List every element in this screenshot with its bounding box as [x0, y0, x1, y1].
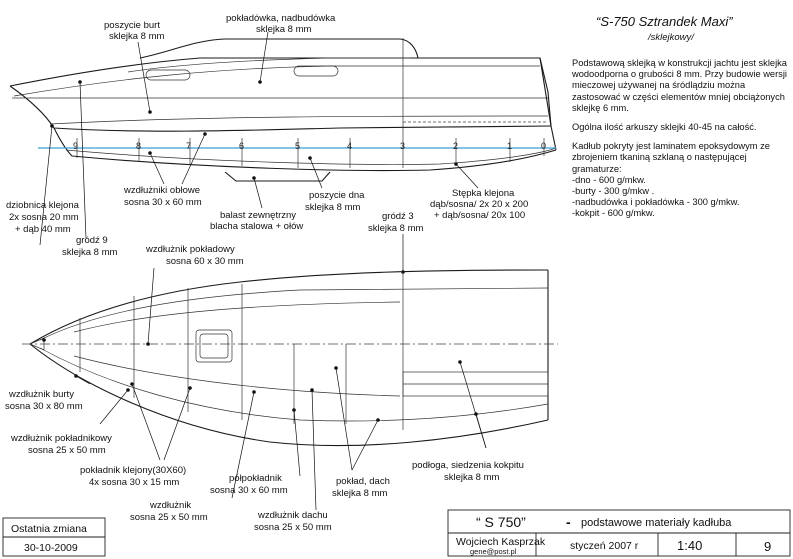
plan-bow-stem	[29, 337, 45, 351]
title-block-email: gene@post.pl	[470, 547, 517, 556]
notes-sheet-count: Ogólna ilość arkuszy sklejki 40-45 na ca…	[572, 122, 757, 133]
station-1: 1	[507, 141, 512, 151]
label-poklad-dach-2: sklejka 8 mm	[332, 488, 388, 499]
side-view: 9 8 7 6 5 4 3 2 1 0	[9, 31, 557, 274]
label-wzdluznik: wzdłużnik	[149, 500, 191, 511]
label-stepka: Stępka klejona	[452, 188, 515, 199]
label-wzdluznik-pokladnikowy: wzdłużnik pokładnikowy	[10, 433, 112, 444]
materials-notes: Podstawową sklejką w konstrukcji jachtu …	[572, 58, 790, 220]
label-wzdluznik-dachu: wzdłużnik dachu	[257, 510, 328, 521]
deck-edge-line	[13, 65, 540, 97]
label-wzdluznik-burty-2: sosna 30 x 80 mm	[5, 401, 83, 412]
station-6: 6	[239, 141, 244, 151]
notes-laminate-item: -burty - 300 g/mkw .	[572, 186, 655, 197]
title-block-sheet: 9	[764, 539, 771, 554]
keel-line	[65, 147, 557, 165]
station-3: 3	[400, 141, 405, 151]
porthole-front	[145, 69, 191, 81]
label-podloga: podłoga, siedzenia kokpitu	[412, 460, 524, 471]
cabin-side-line	[127, 57, 410, 73]
label-wzdluznik-pokladnikowy-2: sosna 25 x 50 mm	[28, 445, 106, 456]
plan-outline-lower	[29, 343, 549, 447]
plan-hatch-inner	[199, 333, 229, 359]
label-polpokladnik: półpokładnik	[229, 473, 282, 484]
label-dziobnica-3: + dąb 40 mm	[15, 224, 71, 235]
last-change-box: Ostatnia zmiana 30-10-2009	[2, 517, 106, 557]
last-change-label: Ostatnia zmiana	[11, 523, 87, 535]
ballast-keel	[224, 171, 331, 182]
label-wzdluznik-pokladowy: wzdłużnik pokładowy	[145, 244, 235, 255]
notes-laminate-item: -dno - 600 g/mkw.	[572, 174, 646, 185]
porthole-rear	[293, 65, 339, 77]
title-block-dash: -	[566, 514, 571, 530]
station-4: 4	[347, 141, 352, 151]
bottom-line	[53, 127, 557, 172]
last-change-date: 30-10-2009	[24, 542, 78, 554]
label-stepka-3: + dąb/sosna/ 20x 100	[434, 210, 525, 221]
hull-sheer-line	[9, 57, 552, 127]
label-balast: balast zewnętrzny	[220, 210, 296, 221]
label-dziobnica: dziobnica klejona	[6, 200, 80, 211]
transom-line	[539, 57, 557, 151]
notes-laminate-item: -kokpit - 600 g/mkw.	[572, 208, 655, 219]
plan-bulkheads	[79, 272, 404, 430]
station-5: 5	[295, 141, 300, 151]
plan-deck-line-lower	[39, 347, 549, 422]
label-stepka-2: dąb/sosna/ 2x 20 x 200	[430, 199, 528, 210]
drawing-title: “S-750 Sztrandek Maxi”	[596, 14, 733, 29]
label-poklad-dach: pokład, dach	[336, 476, 390, 487]
station-marks	[76, 38, 545, 168]
label-grodz9-2: sklejka 8 mm	[62, 247, 118, 258]
label-balast-2: blacha stalowa + ołów	[210, 221, 303, 232]
title-block: “ S 750” - podstawowe materiały kadłuba …	[447, 509, 791, 557]
label-dziobnica-2: 2x sosna 20 mm	[9, 212, 79, 223]
station-2: 2	[453, 141, 458, 151]
label-wzdluznik-dachu-2: sosna 25 x 50 mm	[254, 522, 332, 533]
label-pokladnik-klejony: pokładnik klejony(30X60)	[80, 465, 186, 476]
label-grodz3-2: sklejka 8 mm	[368, 223, 424, 234]
drawing-subtitle: /sklejkowy/	[648, 32, 694, 43]
label-wzdluzniki-oblowe-2: sosna 30 x 60 mm	[124, 197, 202, 208]
label-poszycie-burt-2: sklejka 8 mm	[109, 31, 165, 42]
label-wzdluznik-burty: wzdłużnik burty	[8, 389, 74, 400]
title-block-description: podstawowe materiały kadłuba	[581, 517, 732, 529]
label-poszycie-dna: poszycie dna	[309, 190, 365, 201]
plan-leaders	[42, 267, 487, 511]
label-pokladnik-klejony-2: 4x sosna 30 x 15 mm	[89, 477, 179, 488]
plan-view	[22, 267, 558, 511]
label-pokladowka: pokładówka, nadbudówka	[226, 13, 336, 24]
chine-line	[9, 85, 552, 132]
label-grodz3: gródź 3	[382, 211, 414, 222]
notes-laminate: Kadłub pokryty jest laminatem epoksydowy…	[572, 141, 770, 174]
plan-hatch	[195, 329, 233, 363]
label-wzdluznik-pokladowy-2: sosna 60 x 30 mm	[166, 256, 244, 267]
station-7: 7	[186, 141, 191, 151]
station-0: 0	[541, 141, 546, 151]
label-wzdluzniki-oblowe: wzdłużniki obłowe	[123, 185, 200, 196]
label-pokladowka-2: sklejka 8 mm	[256, 24, 312, 35]
label-polpokladnik-2: sosna 30 x 60 mm	[210, 485, 288, 496]
side-leaders	[39, 31, 479, 274]
plan-inner-line-upper	[73, 301, 401, 333]
notes-plywood: Podstawową sklejką w konstrukcji jachtu …	[572, 58, 787, 113]
station-8: 8	[136, 141, 141, 151]
cabin-top-line	[139, 38, 419, 59]
label-grodz9: gródź 9	[76, 235, 108, 246]
label-wzdluznik-2: sosna 25 x 50 mm	[130, 512, 208, 523]
hull-side-line-2	[49, 115, 549, 125]
label-poszycie-dna-2: sklejka 8 mm	[305, 202, 361, 213]
label-podloga-2: sklejka 8 mm	[444, 472, 500, 483]
title-block-scale: 1:40	[677, 538, 702, 553]
plan-outline-upper	[29, 269, 549, 345]
label-poszycie-burt: poszycie burt	[104, 20, 160, 31]
title-block-date: styczeń 2007 r	[570, 540, 639, 552]
plan-deck-line-upper	[39, 287, 549, 341]
notes-laminate-item: -nadbudówka i pokładówka - 300 g/mkw.	[572, 197, 740, 208]
title-block-author: Wojciech Kasprzak	[456, 536, 546, 548]
station-9: 9	[73, 141, 78, 151]
plan-inner-line-lower	[73, 355, 401, 397]
title-block-name: “ S 750”	[476, 514, 526, 530]
